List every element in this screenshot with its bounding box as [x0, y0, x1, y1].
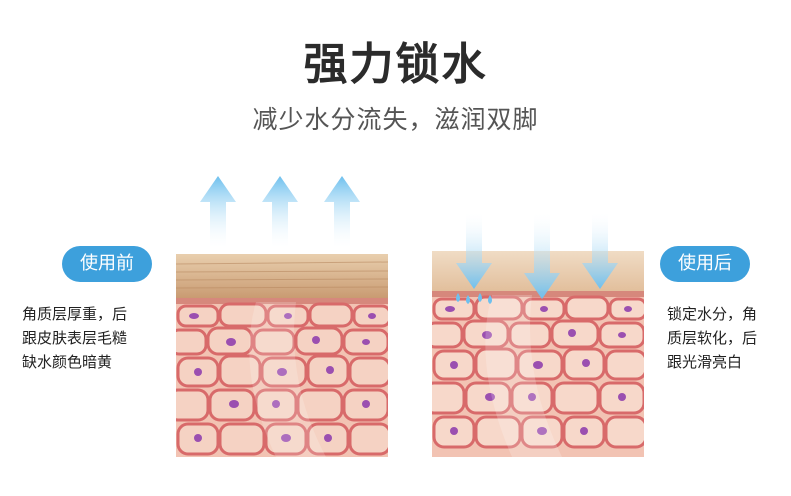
before-skin-illustration	[176, 176, 388, 457]
page-title: 强力锁水	[303, 39, 488, 90]
water-droplets	[456, 293, 492, 304]
after-line-2: 质层软化，后	[667, 329, 758, 347]
after-skin-illustration	[432, 213, 644, 457]
droplet-icon	[456, 293, 460, 302]
before-description: 角质层厚重，后 跟皮肤表层毛糙 缺水颜色暗黄	[22, 302, 162, 374]
thick-stratum-layer	[176, 254, 388, 298]
droplet-icon	[488, 295, 492, 304]
after-description: 锁定水分，角 质层软化，后 跟光滑亮白	[667, 302, 787, 374]
arrow-up-icon	[200, 176, 236, 248]
arrow-up-icon	[324, 176, 360, 248]
arrow-down-icon	[456, 213, 492, 289]
after-line-3: 跟光滑亮白	[667, 353, 743, 371]
moisture-loss-arrows	[200, 176, 360, 248]
before-line-1: 角质层厚重，后	[22, 305, 128, 323]
droplet-icon	[478, 293, 482, 302]
moisture-lock-arrows	[456, 213, 618, 299]
after-line-1: 锁定水分，角	[667, 305, 758, 323]
droplet-icon	[466, 295, 470, 304]
arrow-down-icon	[582, 213, 618, 289]
after-badge: 使用后	[660, 246, 750, 282]
arrow-down-icon	[524, 213, 560, 299]
before-line-2: 跟皮肤表层毛糙	[22, 329, 128, 347]
before-badge: 使用前	[62, 246, 152, 282]
before-line-3: 缺水颜色暗黄	[22, 353, 113, 371]
arrow-up-icon	[262, 176, 298, 248]
page-subtitle: 减少水分流失，滋润双脚	[252, 105, 539, 134]
